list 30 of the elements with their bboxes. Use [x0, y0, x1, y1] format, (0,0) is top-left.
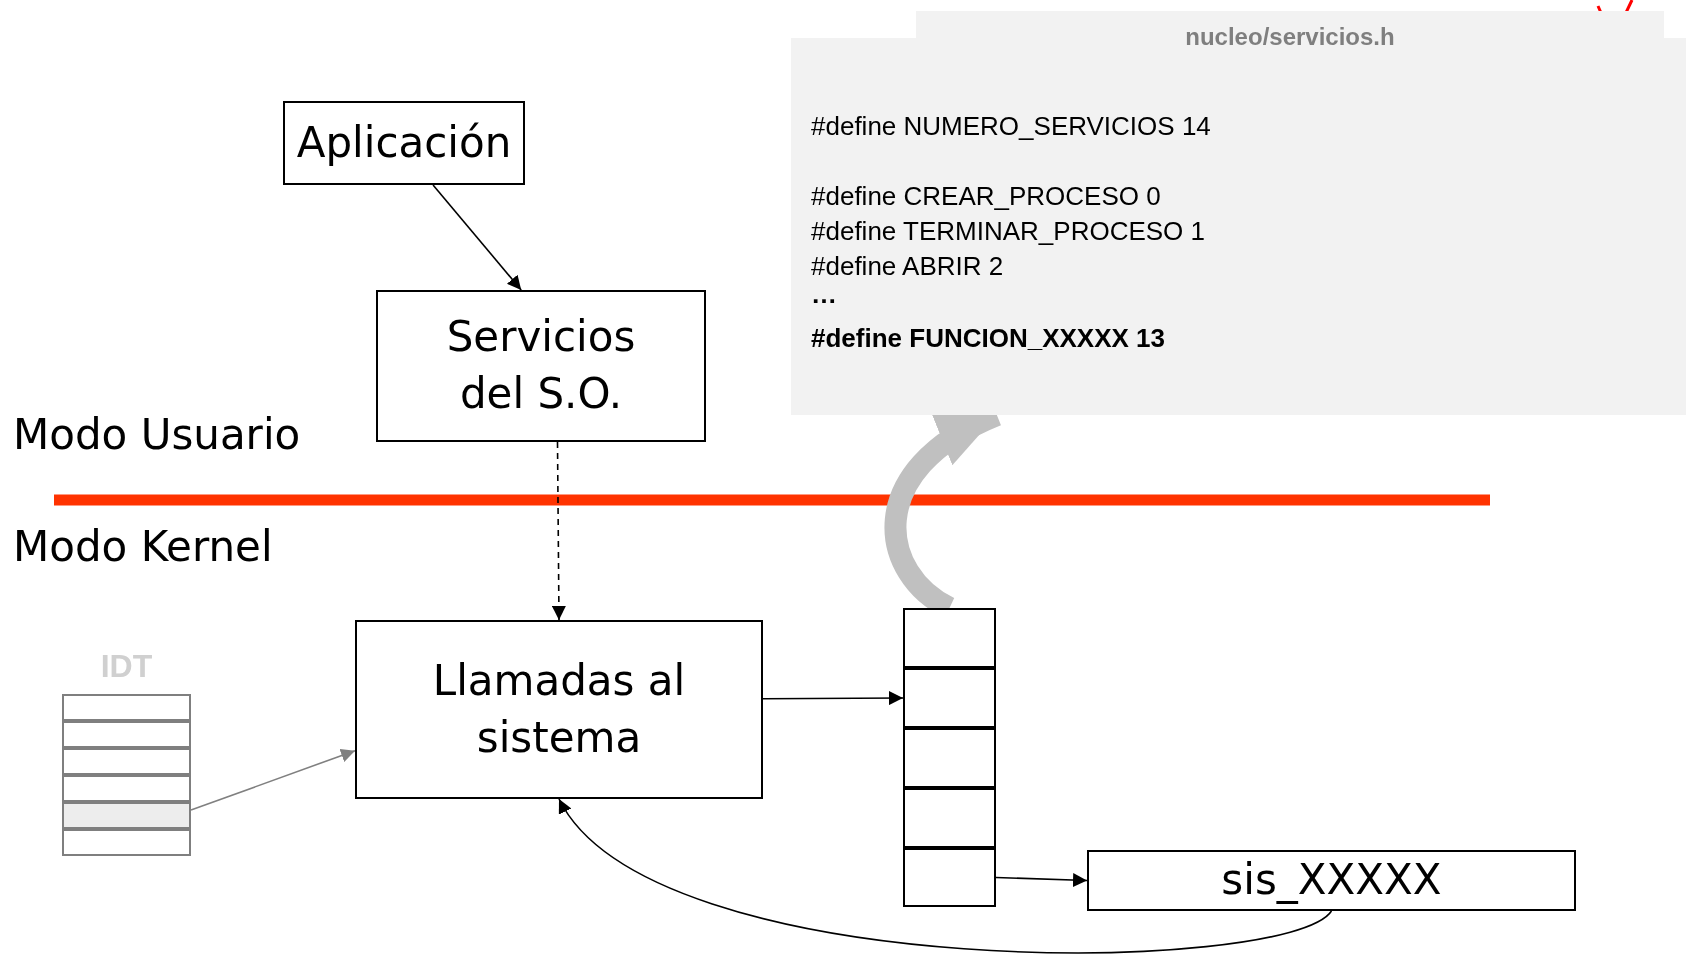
mode-label: Modo Usuario: [13, 410, 301, 459]
arrow: [995, 873, 1088, 888]
box-label: Servicios del S.O.: [445, 311, 637, 420]
table-cell: [903, 788, 996, 848]
box-label: sis_XXXXX: [1221, 854, 1442, 907]
arrow: [558, 798, 1333, 954]
code-line: #define NUMERO_SERVICIOS 14: [811, 111, 1211, 142]
code-line: #define CREAR_PROCESO 0: [811, 181, 1161, 212]
process-box: [283, 101, 525, 185]
file-name: nucleo/servicios.h: [1184, 23, 1396, 51]
mode-label: Modo Kernel: [13, 522, 273, 571]
highlighted-row: [62, 802, 191, 829]
code-line: …: [811, 279, 837, 310]
arrow: [432, 184, 522, 291]
code-line: #define FUNCION_XXXXX 13: [811, 323, 1165, 354]
process-box: [376, 290, 706, 442]
table-cell: [903, 728, 996, 788]
box-label: Aplicación: [296, 116, 512, 169]
box-label: Llamadas al sistema: [431, 654, 687, 764]
process-box: [355, 620, 763, 799]
process-box: [1087, 850, 1576, 911]
arrow: [551, 441, 566, 621]
arrow: [762, 691, 904, 706]
table-cell: [903, 848, 996, 907]
arrow: [190, 748, 356, 811]
code-line: #define TERMINAR_PROCESO 1: [811, 216, 1205, 247]
table-cell: [903, 668, 996, 728]
table-cell: [903, 608, 996, 668]
code-line: #define ABRIR 2: [811, 251, 1004, 282]
code-panel: [791, 11, 1686, 415]
